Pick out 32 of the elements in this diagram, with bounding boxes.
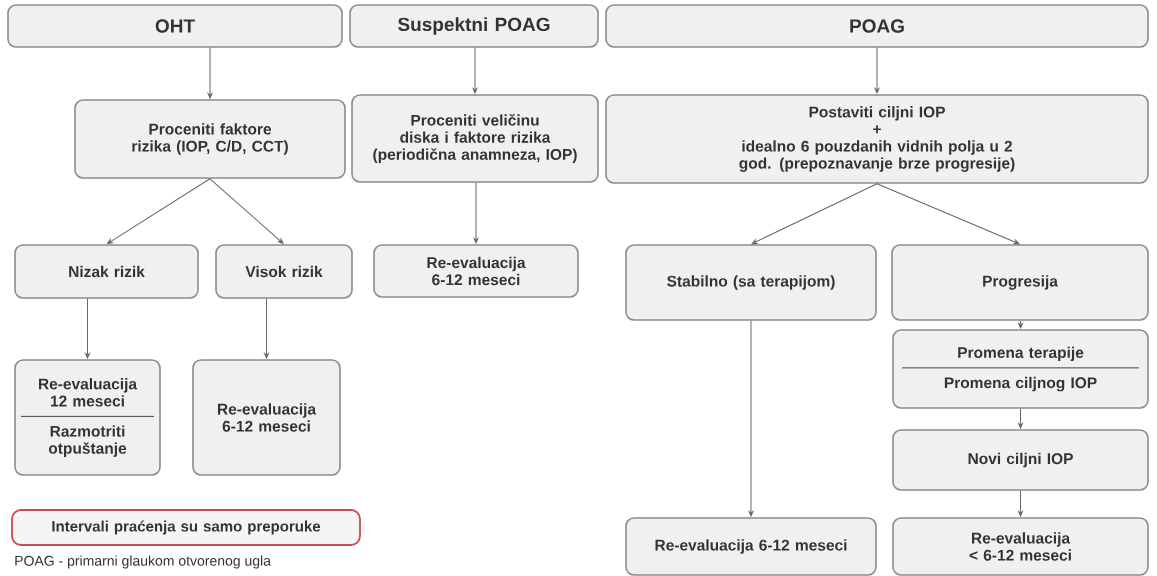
process-box: Proceniti faktore rizika (IOP, C/D, CCT)	[74, 99, 346, 179]
process-box: Stabilno (sa terapijom)	[625, 244, 877, 321]
arrow	[472, 47, 478, 94]
process-box: Visok rizik	[215, 244, 353, 299]
heading-box: POAG	[605, 4, 1149, 48]
arrow	[1018, 490, 1023, 517]
process-box: Nizak rizik	[14, 244, 199, 299]
arrow	[107, 178, 211, 244]
process-box: Promena terapije Promena ciljnog IOP	[892, 329, 1149, 409]
process-box: Postaviti ciljni IOP + idealno 6 pouzdanih vidnih polja u 2 god. (prepoznavanje brze progresije)	[605, 94, 1149, 184]
heading-box: OHT	[7, 4, 343, 48]
process-box: Re-evaluacija 6-12 meseci	[625, 517, 877, 576]
process-box: Re-evaluacija 6-12 meseci	[373, 244, 579, 298]
heading-box: Suspektni POAG	[349, 4, 599, 48]
process-box: Re-evaluacija 6-12 meseci	[192, 359, 341, 476]
arrow	[1018, 320, 1023, 329]
arrow	[751, 183, 878, 245]
process-box: Re-evaluacija 12 meseci Razmotriti otpuštanje	[14, 359, 161, 476]
note-box: Intervali praćenja su samo preporuke	[11, 509, 361, 546]
arrow	[209, 178, 284, 244]
process-box: Proceniti veličinu diska i faktore rizika (periodična anamneza, IOP)	[351, 94, 599, 183]
arrow	[473, 182, 479, 244]
arrow	[264, 298, 269, 359]
arrow	[748, 320, 754, 517]
process-box: Re-evaluacija < 6-12 meseci	[892, 517, 1149, 576]
arrow	[85, 298, 90, 359]
process-box: Novi ciljni IOP	[892, 429, 1149, 491]
arrow	[874, 47, 880, 94]
arrow	[876, 183, 1020, 245]
process-box: Progresija	[891, 244, 1149, 321]
arrow	[1018, 408, 1023, 429]
arrow	[207, 47, 213, 99]
